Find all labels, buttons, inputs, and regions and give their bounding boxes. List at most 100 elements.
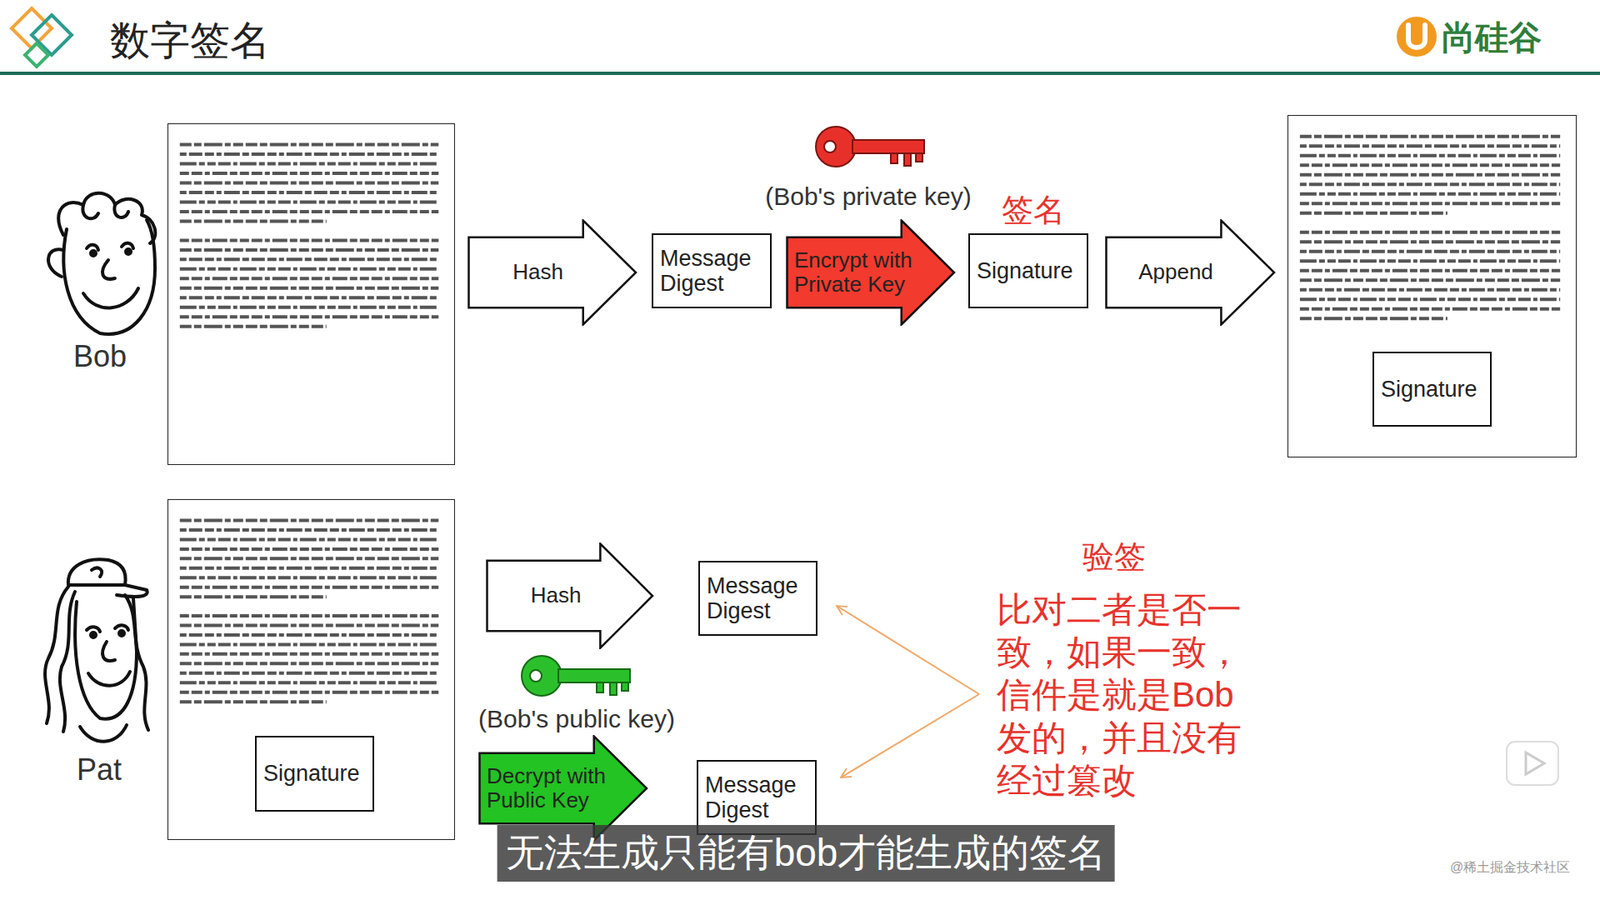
pat-figure-part bbox=[75, 598, 137, 720]
text-line bbox=[1300, 192, 1560, 196]
text-line bbox=[180, 276, 440, 280]
pat-figure-part bbox=[91, 568, 102, 577]
box-label: Signature bbox=[263, 760, 360, 786]
pat-figure-part bbox=[80, 725, 127, 742]
bob-figure-part bbox=[82, 205, 129, 219]
brand-name: 尚硅谷 bbox=[1441, 15, 1542, 61]
watermark: @稀土掘金技术社区 bbox=[1450, 859, 1570, 877]
box-label: Message Digest bbox=[660, 245, 764, 296]
arrow-shape bbox=[787, 220, 955, 325]
arrow-shape bbox=[1106, 220, 1275, 325]
document-page: Signature bbox=[167, 499, 455, 840]
text-line bbox=[1300, 269, 1560, 273]
arrow-text-holder: Append bbox=[1113, 219, 1239, 326]
slide-title: 数字签名 bbox=[110, 14, 270, 68]
box-label: Message Digest bbox=[706, 573, 810, 624]
text-line bbox=[180, 305, 440, 310]
text-line bbox=[180, 248, 440, 252]
text-line bbox=[180, 547, 440, 551]
text-line bbox=[180, 528, 440, 532]
text-line bbox=[180, 700, 327, 704]
block-arrow: Append bbox=[1105, 219, 1276, 326]
arrow-text-holder: Hash bbox=[494, 542, 618, 650]
text-line bbox=[180, 295, 440, 300]
text-line bbox=[1300, 297, 1560, 301]
text-line bbox=[180, 652, 440, 656]
arrow-label: Hash bbox=[512, 260, 564, 285]
text-line bbox=[1300, 240, 1560, 244]
subtitle-caption: 无法生成只能有bob才能生成的签名 bbox=[497, 825, 1115, 882]
bob-figure-part bbox=[58, 193, 155, 244]
text-line bbox=[1300, 163, 1560, 167]
person-name: Pat bbox=[76, 752, 122, 788]
arrow-shape bbox=[487, 544, 654, 649]
text-line bbox=[1300, 288, 1560, 292]
process-box: Signature bbox=[968, 233, 1089, 309]
document-page bbox=[167, 123, 455, 465]
key-label: (Bob's public key) bbox=[478, 705, 675, 734]
text-line bbox=[180, 181, 440, 185]
header-rule bbox=[0, 71, 1600, 75]
arrow-shape bbox=[469, 220, 637, 325]
text-line bbox=[1300, 135, 1560, 139]
text-line bbox=[1300, 182, 1560, 186]
play-icon bbox=[1506, 741, 1559, 785]
bob-figure bbox=[48, 193, 155, 335]
play-icon-part bbox=[1506, 741, 1559, 785]
text-line bbox=[1300, 259, 1560, 263]
pat-figure bbox=[45, 559, 149, 742]
process-box: Message Digest bbox=[651, 233, 772, 309]
text-line bbox=[180, 556, 440, 560]
text-line bbox=[180, 152, 440, 156]
brand-icon-part bbox=[1408, 25, 1425, 48]
text-line bbox=[180, 633, 440, 637]
pat-figure-part bbox=[102, 641, 115, 661]
brand-icon bbox=[1396, 16, 1437, 57]
key-label: (Bob's private key) bbox=[765, 182, 972, 211]
box-label: Signature bbox=[976, 258, 1074, 284]
text-line bbox=[1300, 278, 1560, 282]
header-logo-part bbox=[25, 43, 49, 67]
box-label: Signature bbox=[1380, 376, 1478, 402]
header-logo-part bbox=[31, 15, 72, 55]
text-line bbox=[180, 585, 440, 590]
document-text-texture bbox=[168, 124, 454, 464]
block-arrow: Hash bbox=[485, 542, 655, 650]
pat-figure-part bbox=[60, 591, 75, 732]
compare-leader bbox=[836, 605, 980, 778]
process-box: Signature bbox=[1372, 351, 1492, 427]
text-line bbox=[180, 690, 440, 695]
text-line bbox=[1300, 211, 1448, 215]
text-line bbox=[180, 315, 440, 319]
pat-figure-part bbox=[68, 559, 126, 585]
compare-leader-part bbox=[836, 605, 980, 695]
text-line bbox=[1300, 154, 1560, 158]
text-line bbox=[180, 143, 440, 147]
block-arrow: Encrypt with Private Key bbox=[785, 219, 956, 326]
text-line bbox=[180, 642, 440, 646]
bob-figure-part bbox=[48, 249, 64, 277]
text-line bbox=[180, 575, 440, 580]
bob-figure-part bbox=[83, 288, 139, 308]
text-line bbox=[180, 267, 440, 271]
block-arrow: Hash bbox=[467, 219, 638, 326]
pat-figure-part bbox=[119, 630, 125, 636]
text-line bbox=[180, 566, 440, 570]
arrow-label: Encrypt with Private Key bbox=[794, 248, 919, 297]
text-line bbox=[1300, 230, 1560, 235]
text-line bbox=[180, 190, 440, 195]
text-line bbox=[1300, 316, 1448, 320]
arrow-text-holder: Encrypt with Private Key bbox=[794, 219, 919, 326]
process-box: Message Digest bbox=[698, 560, 818, 636]
note-text: 比对二者是否一致，如果一致，信件是就是Bob发的，并且没有经过篡改 bbox=[996, 588, 1251, 802]
bob-figure-part bbox=[63, 220, 155, 335]
header-logo-part bbox=[11, 8, 52, 49]
header-logo bbox=[11, 8, 72, 67]
process-box: Signature bbox=[255, 735, 375, 812]
arrow-label: Hash bbox=[530, 583, 582, 608]
person-name: Bob bbox=[73, 339, 127, 375]
step-label: 验签 bbox=[1082, 535, 1146, 579]
text-line bbox=[180, 238, 440, 242]
text-line bbox=[180, 286, 440, 290]
text-line bbox=[180, 537, 440, 541]
